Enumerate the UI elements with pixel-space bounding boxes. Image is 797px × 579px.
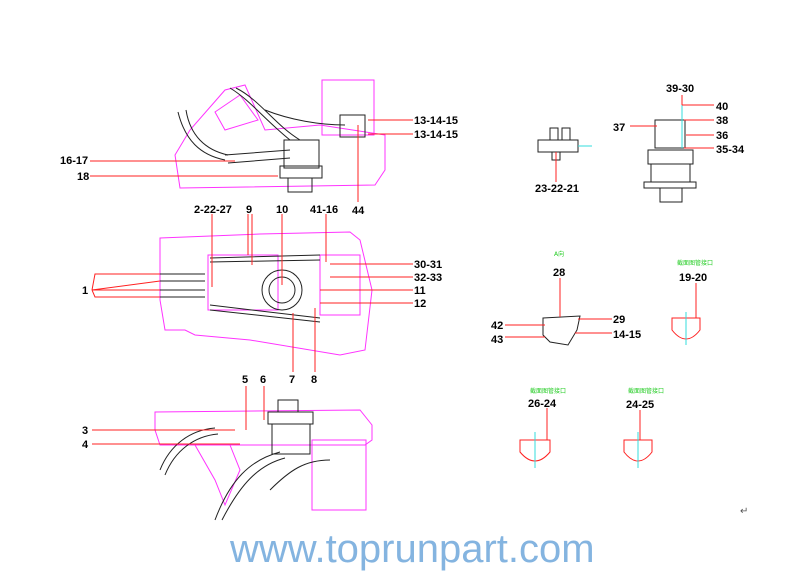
label-18: 18 bbox=[77, 171, 89, 183]
caption-view-a: A向 bbox=[554, 250, 564, 258]
label-5: 5 bbox=[242, 374, 248, 386]
label-4: 4 bbox=[82, 439, 89, 451]
label-1: 1 bbox=[82, 285, 88, 297]
detail-valve bbox=[537, 127, 592, 182]
label-35-34: 35-34 bbox=[716, 144, 745, 156]
caption-section-19-20: 截面图管接口 bbox=[677, 259, 713, 267]
detail-motor bbox=[630, 95, 714, 203]
part-labels: 16-17 18 13-14-15 13-14-15 44 2-22-27 9 … bbox=[60, 83, 745, 451]
middle-plan-view bbox=[159, 231, 373, 356]
label-13-14-15-b: 13-14-15 bbox=[414, 129, 458, 141]
label-39-30: 39-30 bbox=[666, 83, 694, 95]
label-9: 9 bbox=[246, 204, 252, 216]
label-24-25: 24-25 bbox=[626, 399, 654, 411]
label-7: 7 bbox=[289, 374, 295, 386]
label-38: 38 bbox=[716, 115, 728, 127]
middle-leaders bbox=[91, 214, 413, 372]
label-37: 37 bbox=[613, 122, 625, 134]
detail-sections bbox=[519, 283, 701, 468]
top-leaders bbox=[90, 119, 413, 202]
label-43: 43 bbox=[491, 334, 503, 346]
label-30-31: 30-31 bbox=[414, 259, 442, 271]
label-6: 6 bbox=[260, 374, 266, 386]
label-3: 3 bbox=[82, 425, 88, 437]
label-16-17: 16-17 bbox=[60, 155, 88, 167]
bottom-side-view bbox=[154, 399, 373, 521]
watermark: www.toprunpart.com bbox=[229, 527, 595, 571]
label-32-33: 32-33 bbox=[414, 272, 442, 284]
top-side-view bbox=[174, 79, 386, 193]
label-44: 44 bbox=[352, 205, 365, 217]
label-14-15: 14-15 bbox=[613, 329, 641, 341]
label-13-14-15-a: 13-14-15 bbox=[414, 115, 458, 127]
label-2-22-27: 2-22-27 bbox=[194, 204, 232, 216]
label-42: 42 bbox=[491, 320, 503, 332]
label-19-20: 19-20 bbox=[679, 272, 707, 284]
label-40: 40 bbox=[716, 101, 728, 113]
bottom-leaders bbox=[92, 386, 265, 445]
detail-a-view bbox=[505, 278, 612, 346]
label-26-24: 26-24 bbox=[528, 398, 557, 410]
label-10: 10 bbox=[276, 204, 288, 216]
label-36: 36 bbox=[716, 130, 728, 142]
label-11: 11 bbox=[414, 285, 426, 297]
return-mark: ↵ bbox=[740, 506, 748, 517]
label-8: 8 bbox=[311, 374, 317, 386]
caption-section-24-25: 截面图管接口 bbox=[628, 387, 664, 395]
caption-section-26-24: 截面图管接口 bbox=[530, 387, 566, 395]
captions: A向 截面图管接口 截面图管接口 截面图管接口 bbox=[530, 250, 713, 395]
label-12: 12 bbox=[414, 298, 426, 310]
label-41-16: 41-16 bbox=[310, 204, 338, 216]
label-23-22-21: 23-22-21 bbox=[535, 183, 579, 195]
label-28: 28 bbox=[553, 267, 565, 279]
label-29: 29 bbox=[613, 314, 625, 326]
